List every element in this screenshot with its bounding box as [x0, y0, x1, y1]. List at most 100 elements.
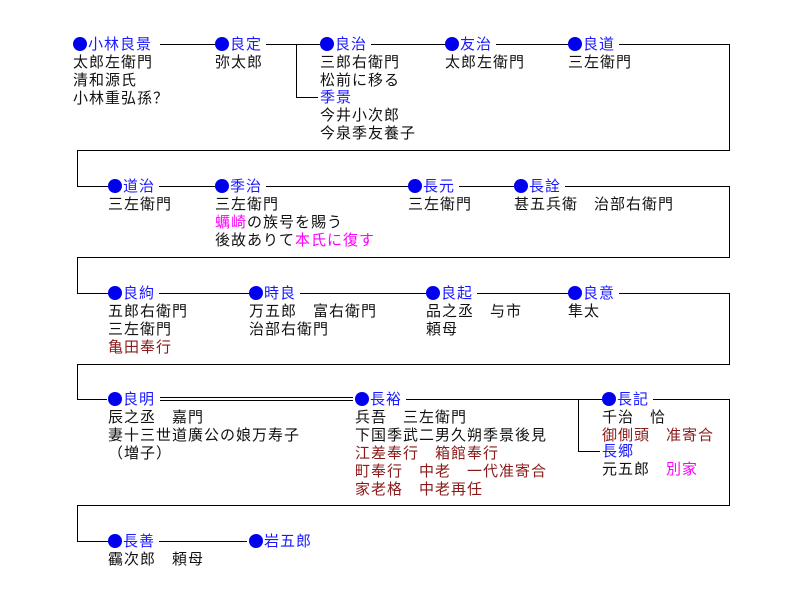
person-季治: 季治三左衛門蠣崎の族号を賜う後故ありて本氏に復す [215, 177, 375, 249]
person-detail: 弥太郎 [215, 53, 266, 71]
person-長裕: 長裕兵吾 三左衛門下国季武二男久朔季景後見江差奉行 箱館奉行町奉行 中老 一代准… [355, 390, 547, 498]
person-dot-icon [355, 392, 369, 406]
name-row: 季治 [215, 177, 267, 195]
connector-line [77, 364, 730, 365]
person-detail: 三郎右衛門 [320, 53, 400, 71]
person-dot-icon [568, 37, 582, 51]
person-detail: 辰之丞 嘉門 [108, 408, 300, 426]
person-name: 良起 [441, 284, 474, 302]
name-row: 良治 [320, 35, 372, 53]
connector-line [77, 364, 78, 400]
person-name: 良治 [335, 35, 368, 53]
person-detail: 松前に移る [320, 71, 400, 89]
name-row: 長裕 [355, 390, 407, 408]
person-name: 長詮 [529, 177, 562, 195]
person-長記: 長記千治 恰御側頭 准寄合 [602, 390, 714, 444]
person-detail: 太郎左衛門 [73, 53, 169, 71]
person-長元: 長元三左衛門 [408, 177, 472, 213]
detail-text: 今泉季友養子 [320, 124, 417, 142]
connector-line [296, 97, 318, 98]
person-name: 長記 [617, 390, 650, 408]
person-dot-icon [73, 37, 87, 51]
person-detail: 元五郎 別家 [602, 460, 698, 478]
connector-line [578, 451, 600, 452]
detail-text: 三左衛門 [408, 195, 473, 213]
person-良道: 良道三左衛門 [568, 35, 632, 71]
person-detail: 治部右衛門 [249, 320, 377, 338]
person-name: 時良 [264, 284, 297, 302]
name-row: 友治 [445, 35, 497, 53]
person-detail: 甚五兵衛 治部右衛門 [514, 195, 674, 213]
connector-line [77, 257, 730, 258]
person-detail: 品之丞 与市 [426, 302, 522, 320]
connector-line [729, 293, 730, 365]
connector-line [77, 541, 247, 542]
person-detail: 三左衛門 [568, 53, 632, 71]
detail-text: 下国季武二男久朔季景後見 [355, 426, 548, 444]
person-dot-icon [108, 179, 122, 193]
person-name: 友治 [460, 35, 493, 53]
detail-text: 後故ありて [215, 231, 296, 249]
name-row: 良絇 [108, 284, 160, 302]
detail-text: 五郎右衛門 [108, 302, 189, 320]
person-detail: 靍次郎 頼母 [108, 550, 204, 568]
detail-text: 万五郎 富右衛門 [249, 302, 378, 320]
person-detail: 頼母 [426, 320, 522, 338]
person-detail: 三左衛門 [108, 320, 188, 338]
person-detail: 後故ありて本氏に復す [215, 231, 375, 249]
detail-text: 三左衛門 [108, 195, 173, 213]
person-dot-icon [249, 286, 263, 300]
connector-line [405, 399, 729, 400]
person-長郷: 長郷元五郎 別家 [602, 442, 698, 478]
connector-line [77, 505, 730, 506]
person-dot-icon [426, 286, 440, 300]
name-row: 長記 [602, 390, 654, 408]
person-道治: 道治三左衛門 [108, 177, 172, 213]
name-row: 小林良景 [73, 35, 157, 53]
person-detail: 五郎右衛門 [108, 302, 188, 320]
name-row: 良明 [108, 390, 160, 408]
detail-text: 甚五兵衛 治部右衛門 [514, 195, 675, 213]
detail-text: 家老格 中老再任 [355, 480, 484, 498]
connector-line [296, 44, 297, 98]
detail-text: 町奉行 中老 一代准寄合 [355, 462, 548, 480]
connector-line [77, 399, 107, 400]
person-detail: 下国季武二男久朔季景後見 [355, 426, 547, 444]
detail-text: 隼太 [568, 302, 601, 320]
person-name: 小林良景 [88, 35, 153, 53]
person-detail: 隼太 [568, 302, 619, 320]
detail-text: 今井小次郎 [320, 106, 401, 124]
person-友治: 友治太郎左衛門 [445, 35, 525, 71]
detail-text: 品之丞 与市 [426, 302, 523, 320]
detail-text: 三左衛門 [215, 195, 280, 213]
detail-text: 蠣崎 [215, 213, 248, 231]
person-小林良景: 小林良景太郎左衛門清和源氏小林重弘孫？ [73, 35, 169, 107]
person-detail: （増子） [108, 444, 300, 462]
person-name: 長元 [423, 177, 456, 195]
name-row: 長詮 [514, 177, 566, 195]
person-detail: 御側頭 准寄合 [602, 426, 714, 444]
person-name: 良意 [583, 284, 616, 302]
person-dot-icon [514, 179, 528, 193]
person-detail: 兵吾 三左衛門 [355, 408, 547, 426]
person-name: 季景 [320, 88, 353, 106]
person-dot-icon [568, 286, 582, 300]
person-name: 長郷 [602, 442, 635, 460]
person-detail: 亀田奉行 [108, 338, 188, 356]
detail-text: 妻十三世道廣公の娘万寿子 [108, 426, 301, 444]
person-良絇: 良絇五郎右衛門三左衛門亀田奉行 [108, 284, 188, 356]
person-岩五郎: 岩五郎 [249, 532, 317, 550]
person-detail: 今泉季友養子 [320, 124, 416, 142]
detail-text: 本氏に復す [295, 231, 376, 249]
person-dot-icon [215, 37, 229, 51]
detail-text: 清和源氏 [73, 71, 138, 89]
detail-text: 兵吾 三左衛門 [355, 408, 468, 426]
person-時良: 時良万五郎 富右衛門治部右衛門 [249, 284, 377, 338]
person-name: 長裕 [370, 390, 403, 408]
name-row: 長善 [108, 532, 160, 550]
connector-line [729, 44, 730, 151]
person-良定: 良定弥太郎 [215, 35, 267, 71]
name-row: 良道 [568, 35, 620, 53]
person-良起: 良起品之丞 与市頼母 [426, 284, 522, 338]
